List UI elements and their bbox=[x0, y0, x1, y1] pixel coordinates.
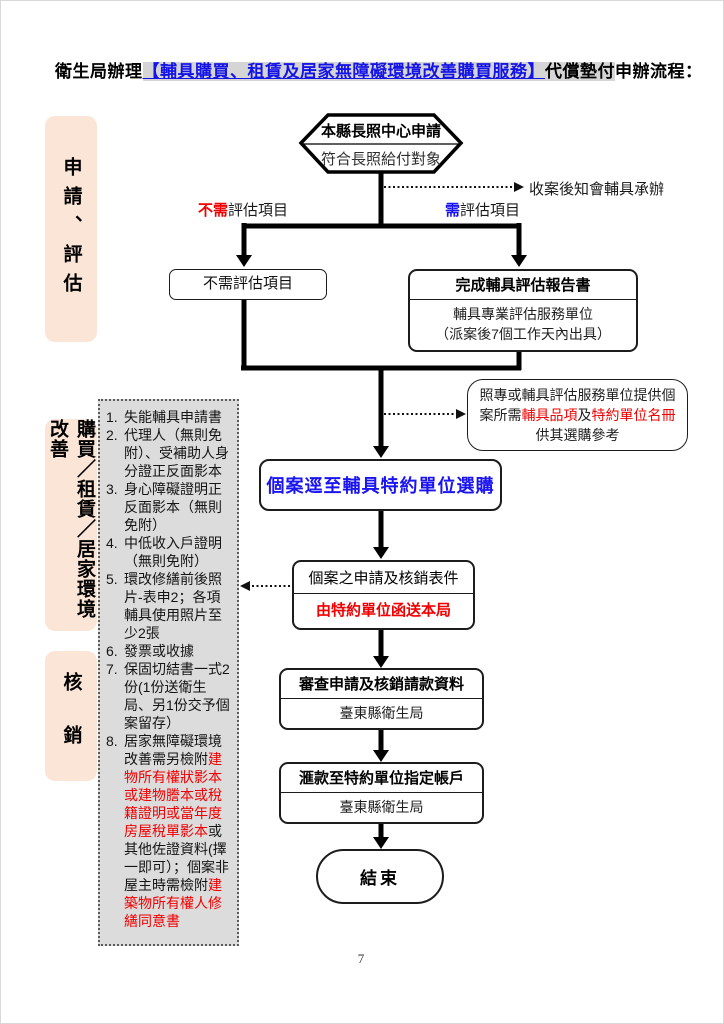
page-title: 衛生局辦理【輔具購買、租賃及居家無障礙環境改善購買服務】代償墊付申辦流程： bbox=[55, 57, 702, 82]
review-box-sub: 臺東縣衛生局 bbox=[339, 705, 424, 721]
dotted-connectors bbox=[249, 186, 514, 587]
note-p2: 及 bbox=[577, 407, 592, 424]
remit-box-sub: 臺東縣衛生局 bbox=[339, 799, 424, 815]
forms-box-sub: 由特約單位函送本局 bbox=[315, 602, 451, 619]
title-mid: 代償墊付 bbox=[545, 62, 615, 81]
branch-no-eval-red: 不需 bbox=[198, 202, 229, 219]
remit-box-title: 滙款至特約單位指定帳戶 bbox=[281, 764, 482, 793]
checklist-item: 6. 發票或收據 bbox=[106, 643, 194, 659]
provider-note-box: 照專或輔具評估服務單位提供個案所需輔具品項及特約單位名冊供其選購參考 bbox=[467, 379, 688, 451]
branch-need-eval-blue: 需 bbox=[445, 202, 461, 219]
note-p3: 供其選購參考 bbox=[535, 427, 620, 444]
select-vendor-box: 個案逕至輔具特約單位選購 bbox=[259, 459, 502, 511]
title-suffix: 申辦流程： bbox=[615, 62, 703, 81]
branch-no-eval-label: 不需評估項目 bbox=[198, 199, 288, 220]
checklist-item: 8. 居家無障礙環境改善需另檢附建物所有權狀影本或建物謄本或稅籍證明或當年度房屋… bbox=[106, 733, 229, 929]
stage-apply-evaluate: 申請、評估 bbox=[45, 116, 97, 342]
review-box-title: 審查申請及核銷請款資料 bbox=[281, 670, 482, 699]
start-hexagon-shape bbox=[298, 113, 464, 174]
title-prefix: 衛生局辦理 bbox=[55, 62, 143, 81]
report-box-line2: （派案後7個工作天內出具） bbox=[435, 326, 611, 343]
dotted-arrowheads bbox=[240, 182, 524, 591]
report-box: 完成輔具評估報告書 輔具專業評估服務單位 （派案後7個工作天內出具） bbox=[408, 269, 638, 352]
page-number: 7 bbox=[357, 951, 365, 966]
report-box-title: 完成輔具評估報告書 bbox=[410, 271, 636, 300]
checklist-item: 5. 環改修繕前後照片-表申2；各項輔具使用照片至少2張 bbox=[106, 571, 222, 641]
branch-no-eval-rest: 評估項目 bbox=[228, 202, 289, 219]
notify-label: 收案後知會輔具承辦 bbox=[529, 181, 665, 198]
review-box: 審查申請及核銷請款資料 臺東縣衛生局 bbox=[279, 668, 484, 731]
forms-box: 個案之申請及核銷表件 由特約單位函送本局 bbox=[292, 560, 475, 630]
checklist-item: 7. 保固切結書一式2份(1份送衛生局、另1份交予個案留存） bbox=[106, 661, 230, 731]
note-red1: 輔具品項 bbox=[521, 407, 578, 424]
title-bracket-link[interactable]: 【輔具購買、租賃及居家無障礙環境改善購買服務】 bbox=[142, 62, 545, 81]
solid-connectors bbox=[241, 172, 522, 840]
checklist-item: 3. 身心障礙證明正反面影本（無則免附） bbox=[106, 481, 222, 533]
forms-box-title: 個案之申請及核銷表件 bbox=[294, 562, 473, 594]
checklist-item: 1. 失能輔具申請書 bbox=[106, 409, 222, 425]
stage-purchase-rent-improve: 購買／租賃／居家環境改善 bbox=[45, 419, 97, 631]
note-p1: 照專或輔具評估服務單位提供個案所需 bbox=[479, 387, 676, 424]
start-node-subtitle: 符合長照給付對象 bbox=[320, 151, 441, 168]
start-node-title: 本縣長照中心申請 bbox=[320, 123, 441, 140]
remit-box: 滙款至特約單位指定帳戶 臺東縣衛生局 bbox=[279, 762, 484, 825]
solid-arrowheads bbox=[236, 255, 527, 849]
branch-need-eval-rest: 評估項目 bbox=[460, 202, 521, 219]
branch-need-eval-label: 需評估項目 bbox=[445, 199, 520, 220]
note-red2: 特約單位名冊 bbox=[591, 407, 676, 424]
no-eval-box: 不需評估項目 bbox=[169, 269, 327, 300]
report-box-line1: 輔具專業評估服務單位 bbox=[453, 306, 593, 322]
end-node: 結束 bbox=[316, 849, 444, 904]
stage-settlement: 核銷 bbox=[45, 651, 97, 781]
checklist-item: 4. 中低收入戶證明（無則免附） bbox=[106, 535, 222, 569]
checklist-item: 2. 代理人（無則免附）、受補助人身分證正反面影本 bbox=[106, 427, 229, 479]
required-documents-checklist: 1. 失能輔具申請書 2. 代理人（無則免附）、受補助人身分證正反面影本 3. … bbox=[98, 399, 239, 946]
